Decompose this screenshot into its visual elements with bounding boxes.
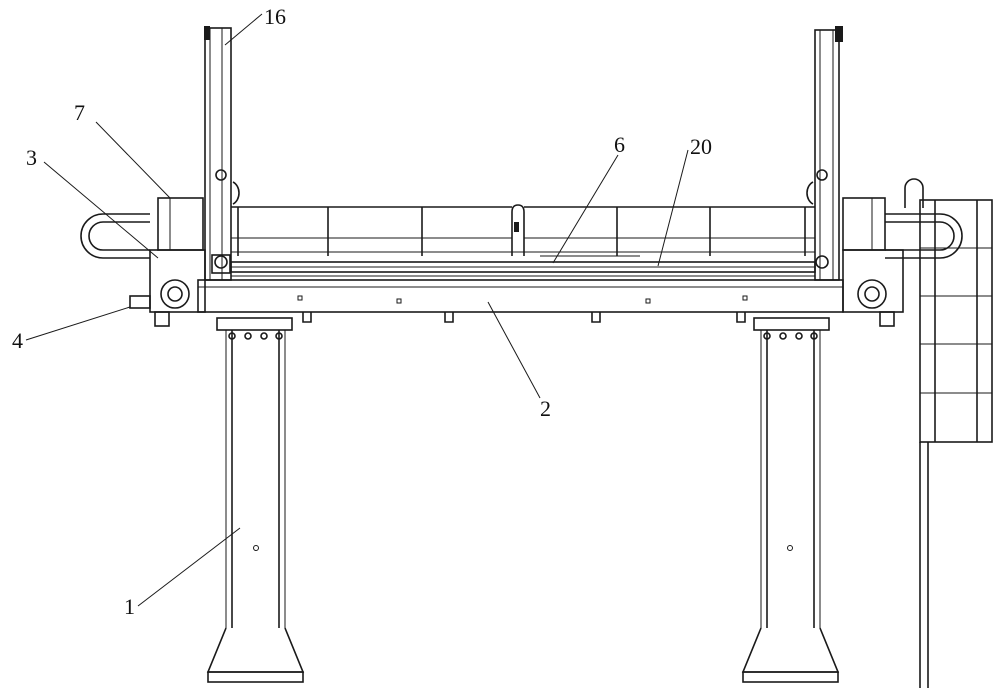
right-support-leg bbox=[741, 317, 840, 683]
leader-6 bbox=[552, 154, 619, 264]
callout-16: 16 bbox=[264, 4, 286, 29]
main-cross-beam bbox=[197, 279, 844, 323]
leader-1 bbox=[137, 527, 241, 607]
leader-2 bbox=[487, 301, 541, 399]
left-drive-unit bbox=[80, 197, 206, 327]
leader-lines bbox=[25, 13, 689, 607]
callout-4: 4 bbox=[12, 328, 23, 353]
leader-20 bbox=[657, 149, 689, 267]
guard-railing bbox=[231, 204, 815, 257]
left-vertical-mast bbox=[204, 26, 240, 281]
right-drive-unit bbox=[842, 178, 963, 327]
callout-labels: 16 7 3 6 20 4 2 1 bbox=[12, 4, 712, 619]
access-ladder bbox=[919, 199, 993, 688]
leader-16 bbox=[224, 13, 263, 46]
callout-7: 7 bbox=[74, 100, 85, 125]
guide-rail bbox=[230, 261, 816, 277]
right-vertical-mast bbox=[806, 26, 843, 281]
callout-1: 1 bbox=[124, 594, 135, 619]
leader-4 bbox=[25, 306, 131, 341]
left-support-leg bbox=[206, 317, 305, 683]
leader-3 bbox=[43, 161, 159, 259]
callout-6: 6 bbox=[614, 132, 625, 157]
callout-2: 2 bbox=[540, 396, 551, 421]
callout-20: 20 bbox=[690, 134, 712, 159]
leader-7 bbox=[95, 121, 171, 199]
callout-3: 3 bbox=[26, 145, 37, 170]
